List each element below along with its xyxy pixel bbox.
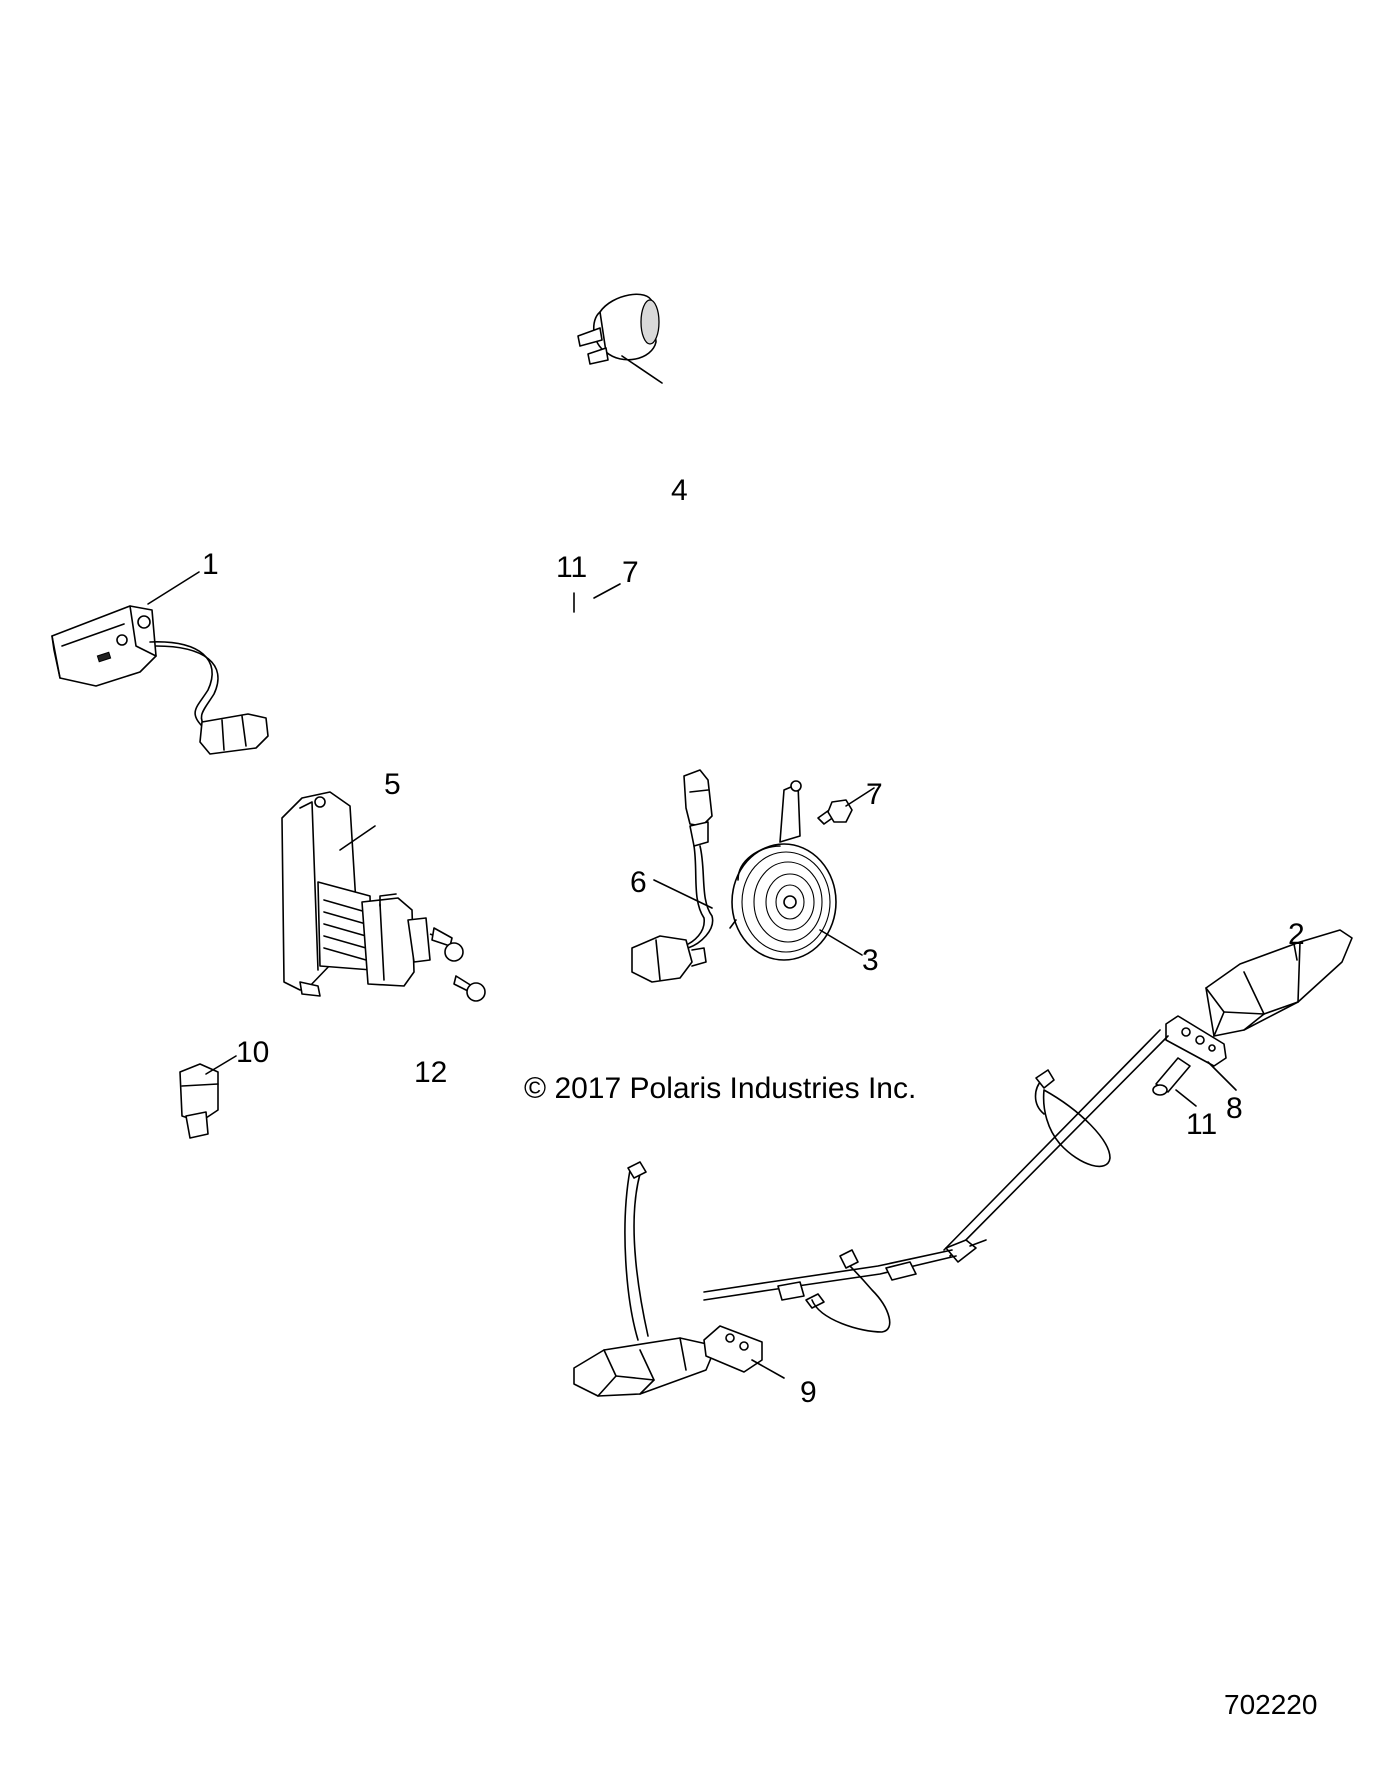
turn-signal-left-part [573,1161,763,1397]
flasher-relay-part [577,293,660,365]
turn-signal-right-part [1205,929,1353,1037]
callout-3: 3 [862,944,879,977]
horn-part [729,780,837,961]
leader-7-upper [593,583,621,599]
callout-7: 7 [866,778,883,811]
screw-part-upper [429,927,464,962]
control-module-part [281,791,431,997]
leader-1 [147,571,200,605]
leader-2 [1293,943,1298,961]
leader-8 [1207,1061,1237,1091]
leader-4 [621,355,663,384]
callout-6: 6 [630,866,647,899]
figure-number: 702220 [1224,1689,1317,1720]
callout-1: 1 [202,548,219,581]
callout-12: 12 [414,1056,447,1089]
leader-6 [653,879,713,909]
callout-5: 5 [384,768,401,801]
callout-9: 9 [800,1376,817,1409]
connector-plug-part [179,1063,219,1139]
leader-7 [845,787,875,807]
harness-wire-part [703,1029,1169,1333]
horn-harness-part [631,769,714,983]
callout-8: 8 [1226,1092,1243,1125]
spacer-part [1152,1057,1191,1096]
leader-9 [751,1359,785,1379]
callout-2: 2 [1288,918,1305,951]
leader-10 [205,1055,237,1075]
leader-11 [1175,1089,1197,1107]
leader-5 [339,825,376,851]
callout-11: 11 [1186,1108,1217,1141]
callout-11-upper: 11 [556,551,587,584]
bracket-right-part [1165,1015,1227,1067]
copyright-notice: © 2017 Polaris Industries Inc. [524,1072,916,1105]
leader-3 [819,929,863,956]
bolt-part [817,799,853,825]
callout-10: 10 [236,1036,269,1069]
screw-part-lower [453,975,486,1002]
switch-assembly-part [51,605,269,755]
callout-7-upper: 7 [622,556,639,589]
callout-4: 4 [671,474,688,507]
